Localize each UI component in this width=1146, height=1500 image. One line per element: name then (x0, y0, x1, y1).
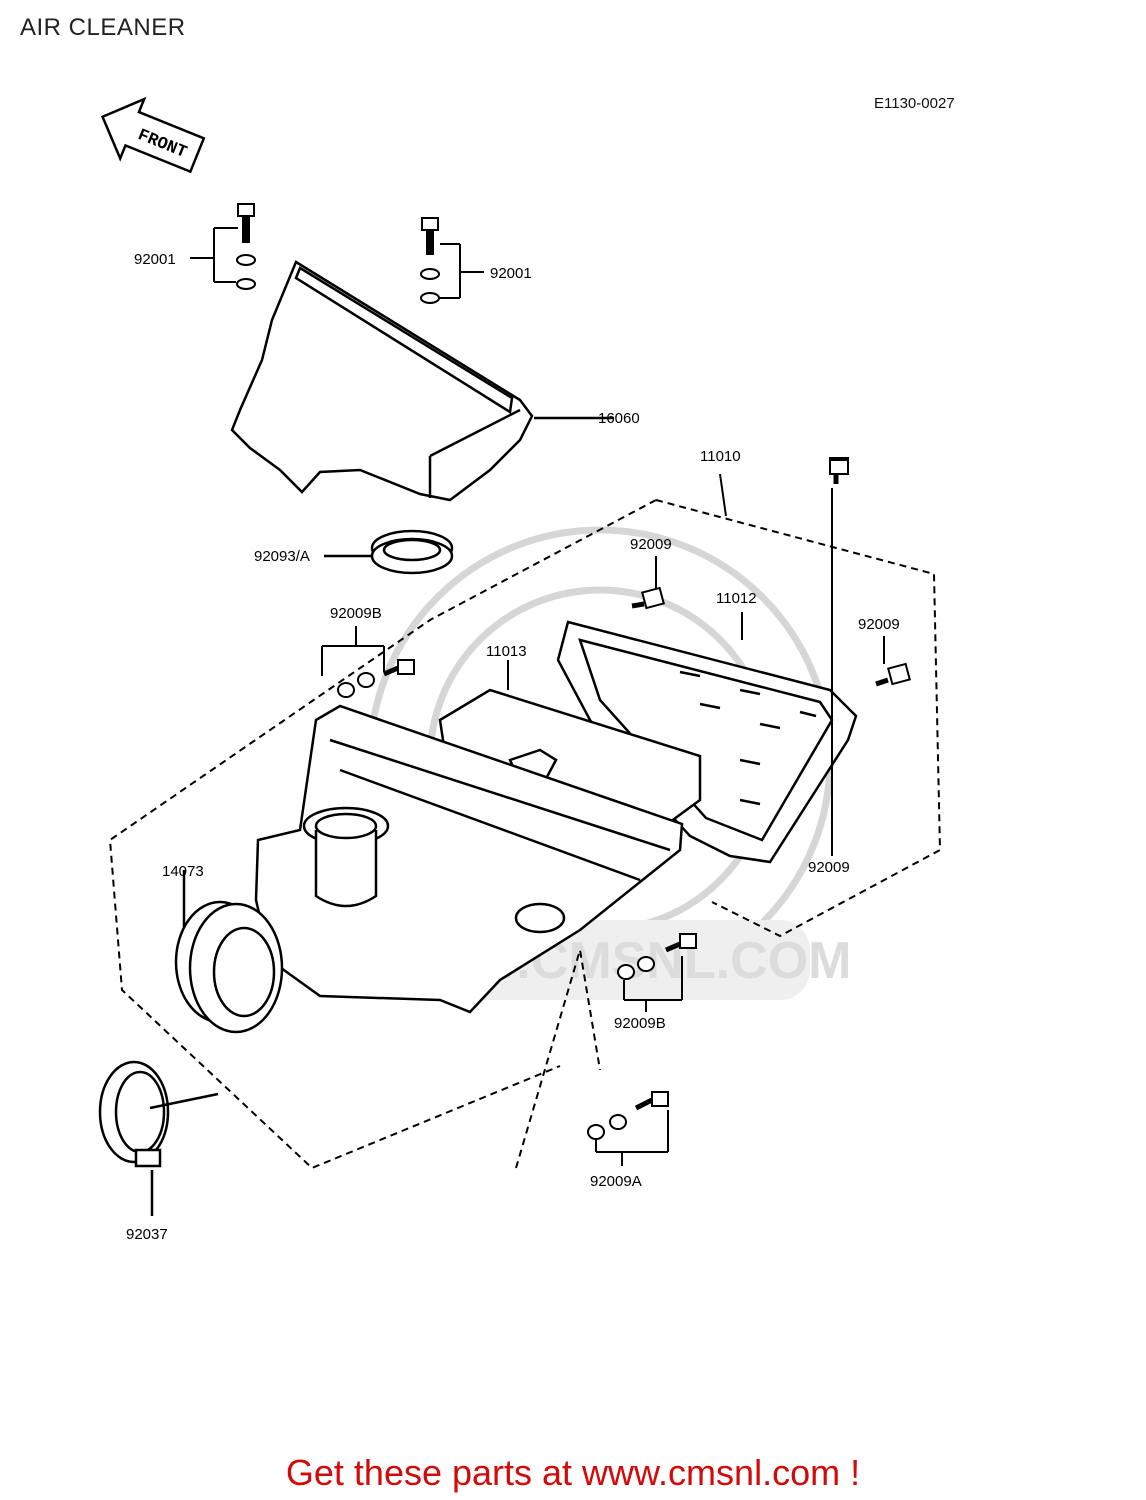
part-label-92009-top: 92009 (630, 536, 672, 553)
part-label-11010: 11010 (700, 448, 741, 465)
intake-funnel-icon (174, 870, 284, 1034)
leader-lines (507, 612, 743, 1169)
front-arrow-icon: FRONT (100, 96, 206, 174)
air-cleaner-cover-outline (230, 260, 614, 502)
page-title: AIR CLEANER (20, 14, 186, 41)
part-label-92009a: 92009A (590, 1173, 642, 1190)
part-label-92001-left: 92001 (134, 251, 176, 268)
bolt-set-92009b-lower-icon (617, 933, 697, 1012)
screw-92009-right-icon (875, 636, 911, 687)
bolt-set-right-icon (420, 217, 484, 304)
part-label-92093a: 92093/A (254, 548, 310, 565)
part-label-92009b-top: 92009B (330, 605, 382, 622)
part-label-14073: 14073 (162, 863, 204, 880)
bolt-set-92009a-icon (587, 1091, 669, 1166)
part-label-92009-right: 92009 (858, 616, 900, 633)
gasket-ring-icon (324, 529, 454, 575)
part-label-11013: 11013 (486, 643, 527, 660)
part-label-92009b-lower: 92009B (614, 1015, 666, 1032)
parts-diagram: WWW.CMSNL.COM FRONT (98, 96, 942, 1243)
part-label-16060: 16060 (598, 410, 640, 427)
diagram-code: E1130-0027 (874, 95, 955, 112)
bolt-set-left-icon (190, 203, 256, 290)
part-label-92037: 92037 (126, 1226, 168, 1243)
bolt-set-92009b-top-icon (321, 626, 415, 698)
part-label-11012: 11012 (716, 590, 757, 607)
air-cleaner-housing-outline (254, 704, 684, 1014)
part-label-92009-lower: 92009 (808, 859, 850, 876)
assembly-outline-11010 (108, 473, 942, 1170)
screw-92009-top-icon (631, 556, 665, 610)
hose-clamp-icon (98, 1060, 219, 1216)
screw-92009-lower-icon-body (829, 459, 849, 856)
footer-parts-link[interactable]: Get these parts at www.cmsnl.com ! (285, 1452, 861, 1493)
part-label-92001-right: 92001 (490, 265, 532, 282)
filter-frame-outline (556, 620, 858, 864)
